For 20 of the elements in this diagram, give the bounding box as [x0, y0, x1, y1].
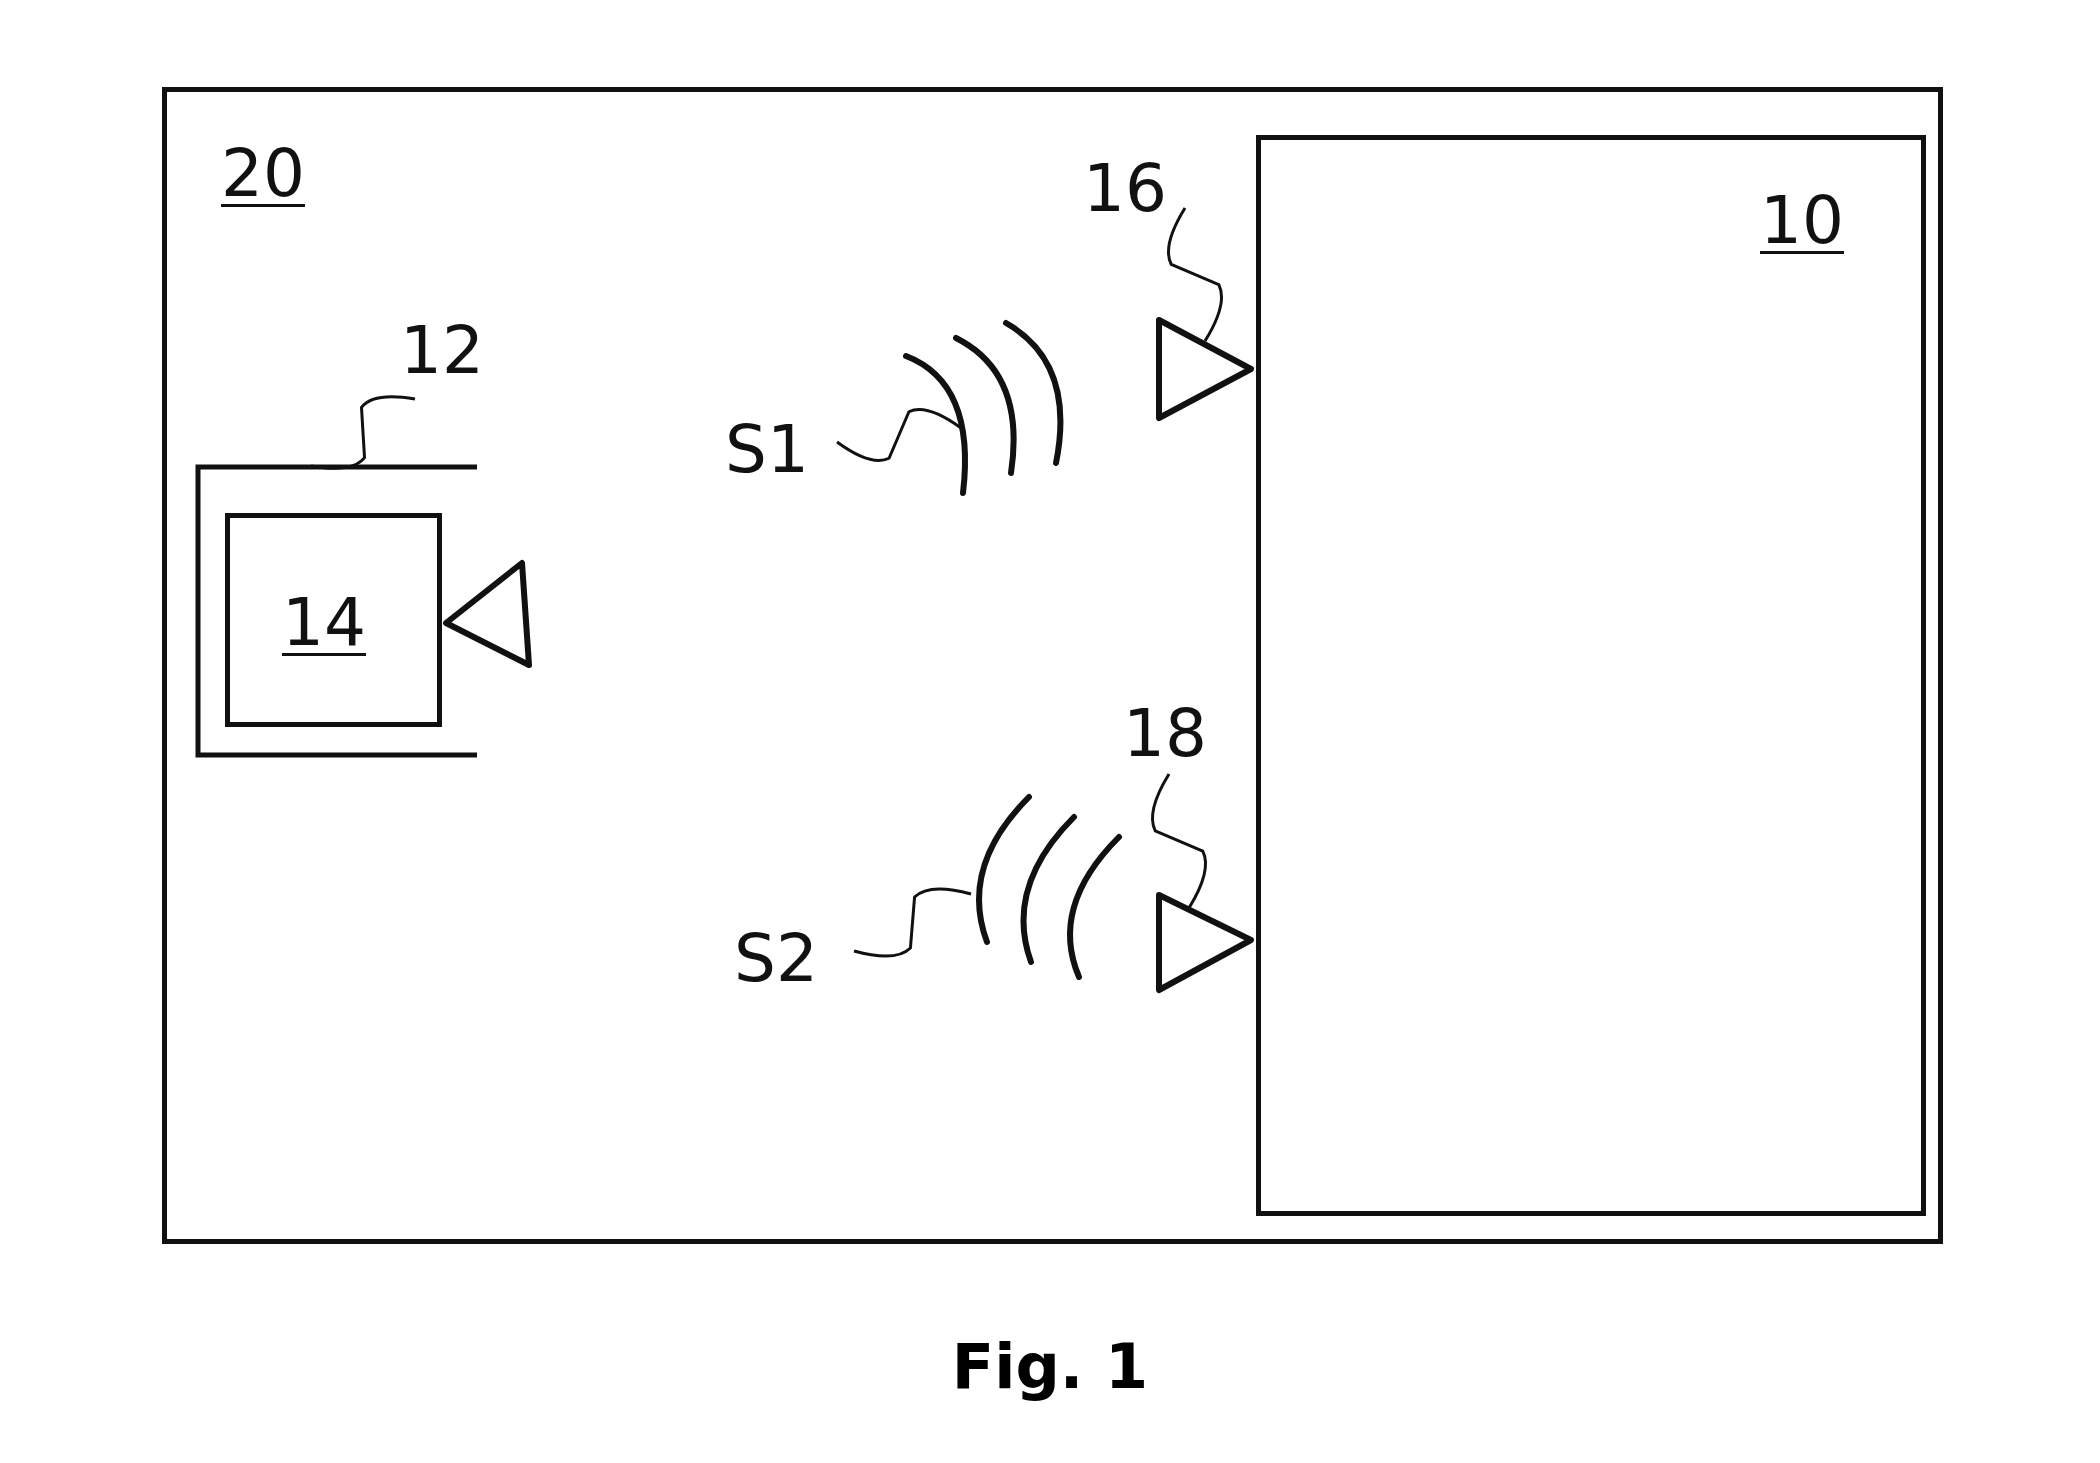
leader-line — [836, 408, 962, 462]
antenna-triangle — [1156, 317, 1254, 421]
leader-line — [1167, 207, 1223, 342]
component-box — [162, 87, 1943, 1244]
figure-caption: Fig. 1 — [951, 1330, 1149, 1403]
housing-bracket — [195, 464, 477, 758]
reference-numeral: 18 — [1123, 701, 1207, 767]
reference-numeral: S1 — [725, 417, 809, 483]
reference-numeral: 20 — [221, 141, 305, 207]
reference-numeral: 12 — [400, 318, 484, 384]
component-box — [1256, 135, 1926, 1216]
leader-line — [853, 887, 972, 958]
component-box — [225, 513, 442, 727]
leader-line — [1151, 773, 1207, 909]
reference-numeral: S2 — [734, 926, 818, 992]
antenna-triangle — [1156, 892, 1254, 993]
antenna-triangle — [443, 560, 533, 668]
reference-numeral: 14 — [282, 590, 366, 656]
reference-numeral: 10 — [1760, 188, 1844, 254]
reference-numeral: 16 — [1083, 156, 1167, 222]
